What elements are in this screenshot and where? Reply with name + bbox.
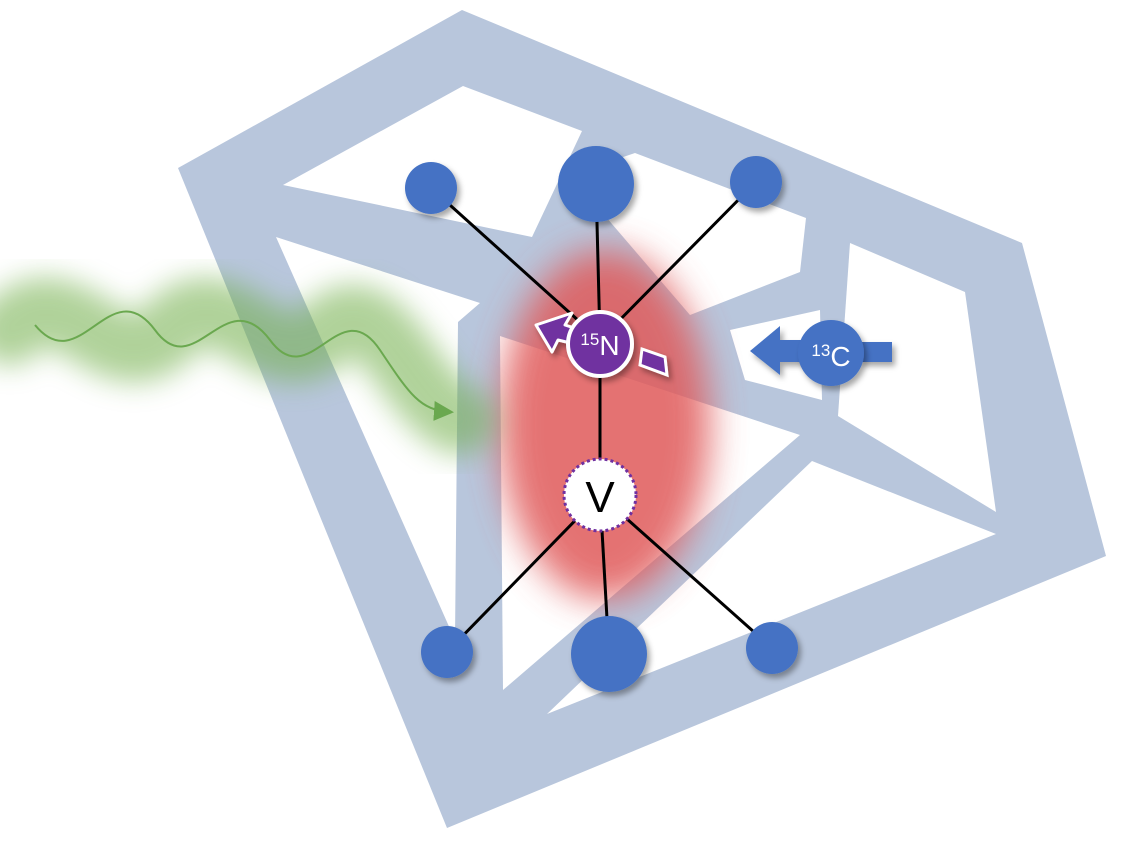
carbon-spin-arrow-icon	[750, 326, 892, 375]
vacancy: V	[562, 457, 638, 533]
bond-n-top-right	[598, 180, 758, 342]
atom-top-right	[730, 156, 782, 208]
nitrogen-symbol: N	[599, 330, 619, 361]
vacancy-site	[562, 457, 638, 533]
carbon-symbol: C	[830, 341, 850, 372]
green-wavy-laser-arrow-icon	[34, 310, 454, 421]
nitrogen-15: 15N	[534, 310, 669, 378]
electron-cloud	[500, 250, 710, 600]
facet-bottom	[547, 461, 996, 714]
atom-top-middle	[558, 146, 634, 222]
atom-bottom-middle	[571, 616, 647, 692]
atom-bottom-left	[421, 626, 473, 678]
lattice-atoms	[405, 146, 798, 692]
carbon-atom	[798, 320, 864, 386]
vacancy-label: V	[585, 473, 615, 522]
facet-top-left	[283, 86, 582, 237]
carbon-label: 13C	[811, 341, 850, 372]
carbon-superscript: 13	[811, 341, 830, 360]
nitrogen-superscript: 15	[580, 330, 599, 349]
facet-top-right	[838, 243, 996, 512]
atom-top-left	[405, 162, 457, 214]
bond-v-bottom-right	[599, 493, 773, 650]
nitrogen-atom	[566, 310, 634, 378]
carbon-13: 13C	[750, 320, 892, 386]
atom-bottom-right	[746, 622, 798, 674]
laser-beam	[0, 277, 495, 455]
laser-glow	[0, 277, 495, 455]
nitrogen-label: 15N	[580, 330, 619, 361]
